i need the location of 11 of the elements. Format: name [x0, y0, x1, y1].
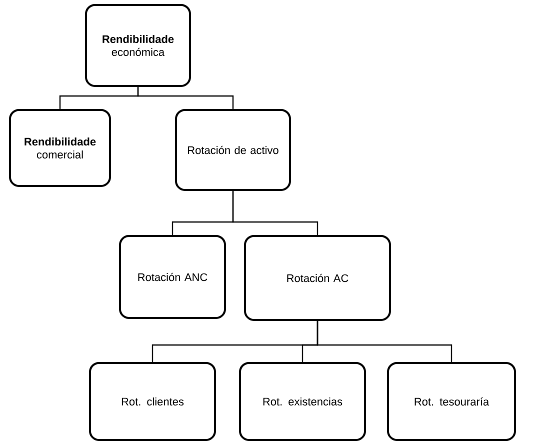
process-box: Rot. clientes: [89, 362, 216, 441]
connector-line: [232, 190, 318, 235]
process-box: Rot. existencias: [239, 362, 366, 441]
process-box: Rot. tesouraría: [387, 362, 516, 441]
process-box: Rotación de activo: [175, 108, 291, 191]
process-box: Rotación ANC: [119, 234, 226, 319]
process-box: Rotación AC: [244, 234, 391, 321]
process-box: Rendibilidade comercial: [9, 108, 111, 187]
connector-line: [316, 320, 452, 362]
connector-line: [137, 86, 234, 109]
process-box: Rendibilidade económica: [85, 4, 191, 87]
